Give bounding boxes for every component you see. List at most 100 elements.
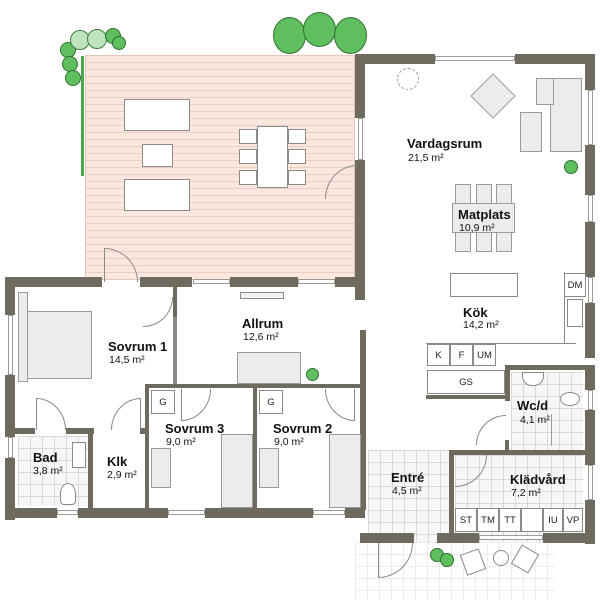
door-bad[interactable] bbox=[36, 398, 66, 430]
wall bbox=[355, 160, 365, 300]
outdoor-chair bbox=[239, 149, 257, 164]
armchair bbox=[470, 73, 516, 119]
wardrobe-g-sovrum2: G bbox=[259, 390, 283, 414]
dining-chair bbox=[455, 232, 471, 252]
corner-sofa-arm bbox=[536, 78, 554, 105]
plant-icon bbox=[440, 553, 454, 567]
wall bbox=[145, 384, 360, 388]
single-bed bbox=[221, 434, 253, 508]
room-name-kladvard: Klädvård bbox=[510, 472, 566, 487]
outdoor-sofa-bottom bbox=[124, 179, 190, 211]
kitchen-island bbox=[450, 273, 518, 297]
room-name-sovrum2: Sovrum 2 bbox=[273, 421, 333, 436]
ceiling-lamp-icon bbox=[397, 68, 419, 90]
wall bbox=[585, 365, 595, 390]
window bbox=[57, 510, 78, 515]
kitchen-counter-outline bbox=[564, 272, 565, 344]
room-name-allrum: Allrum bbox=[242, 316, 284, 331]
window bbox=[435, 56, 515, 61]
outdoor-chair bbox=[239, 129, 257, 144]
wall bbox=[585, 145, 595, 195]
single-bed bbox=[329, 434, 361, 508]
door-sovrum2[interactable] bbox=[325, 389, 355, 421]
wall bbox=[78, 508, 168, 518]
window bbox=[168, 510, 205, 515]
outdoor-chair bbox=[288, 149, 306, 164]
door-sovrum1[interactable] bbox=[143, 297, 173, 327]
outdoor-round-table bbox=[493, 550, 509, 566]
room-name-klk: Klk bbox=[107, 454, 128, 469]
tv-unit bbox=[240, 292, 284, 299]
dining-chair bbox=[476, 232, 492, 252]
window bbox=[588, 90, 593, 145]
door-klk[interactable] bbox=[111, 398, 141, 430]
wall bbox=[5, 375, 15, 437]
wall bbox=[505, 365, 585, 370]
room-name-vardagsrum: Vardagsrum bbox=[407, 136, 483, 151]
room-area-sovrum2: 9,0 m² bbox=[274, 436, 304, 448]
wall bbox=[505, 365, 510, 401]
double-bed bbox=[18, 311, 92, 379]
window bbox=[479, 535, 543, 540]
oven bbox=[567, 299, 583, 327]
wall bbox=[543, 533, 595, 543]
tree-icon bbox=[334, 17, 367, 54]
wall bbox=[5, 277, 15, 315]
room-name-wcd: Wc/d bbox=[517, 398, 549, 413]
laundry-sink bbox=[521, 508, 543, 532]
room-area-vardagsrum: 21,5 m² bbox=[408, 152, 444, 164]
wall bbox=[205, 508, 313, 518]
door-sovrum3[interactable] bbox=[181, 389, 211, 421]
corner-sofa bbox=[550, 78, 582, 152]
door-wcd[interactable] bbox=[476, 415, 506, 445]
cabinet-k: K bbox=[427, 344, 450, 366]
desk bbox=[151, 448, 171, 488]
room-name-bad: Bad bbox=[33, 450, 58, 465]
room-name-kok: Kök bbox=[463, 305, 488, 320]
terrace-deck bbox=[85, 55, 355, 280]
wall bbox=[230, 277, 298, 287]
wall bbox=[145, 384, 149, 510]
wall bbox=[355, 54, 365, 118]
room-area-kladvard: 7,2 m² bbox=[511, 487, 541, 499]
cabinet-tt: TT bbox=[499, 508, 521, 532]
room-area-wcd: 4,1 m² bbox=[520, 414, 550, 426]
wardrobe-g-sovrum3: G bbox=[151, 390, 175, 414]
wall bbox=[5, 277, 102, 287]
tree-icon bbox=[65, 70, 81, 86]
sofa bbox=[237, 352, 301, 384]
window bbox=[588, 465, 593, 500]
wall bbox=[515, 54, 595, 64]
wall bbox=[360, 330, 366, 510]
wall bbox=[345, 508, 365, 518]
wall bbox=[585, 500, 595, 544]
plant-icon bbox=[306, 368, 319, 381]
toilet bbox=[60, 483, 76, 505]
wall bbox=[585, 222, 595, 277]
dining-chair bbox=[455, 184, 471, 204]
wall bbox=[140, 277, 192, 287]
room-area-sovrum3: 9,0 m² bbox=[166, 436, 196, 448]
wall bbox=[5, 508, 57, 518]
entre-floor bbox=[368, 450, 453, 542]
room-name-matplats: Matplats bbox=[458, 207, 511, 222]
coffee-table bbox=[520, 112, 542, 152]
wall bbox=[335, 277, 365, 287]
window bbox=[8, 315, 13, 375]
room-area-sovrum1: 14,5 m² bbox=[109, 354, 145, 366]
wall bbox=[173, 317, 177, 387]
dining-chair bbox=[496, 184, 512, 204]
tree-icon bbox=[273, 17, 306, 54]
dining-chair bbox=[476, 184, 492, 204]
outdoor-chair bbox=[288, 170, 306, 185]
window bbox=[588, 277, 593, 303]
cabinet-dm: DM bbox=[564, 273, 586, 297]
outdoor-chair bbox=[288, 129, 306, 144]
dining-chair bbox=[496, 232, 512, 252]
room-name-entre: Entré bbox=[391, 470, 425, 485]
room-area-klk: 2,9 m² bbox=[107, 469, 137, 481]
cabinet-f: F bbox=[450, 344, 473, 366]
cabinet-vp: VP bbox=[563, 508, 583, 532]
wall bbox=[15, 428, 35, 434]
wcd-floor bbox=[511, 372, 583, 450]
